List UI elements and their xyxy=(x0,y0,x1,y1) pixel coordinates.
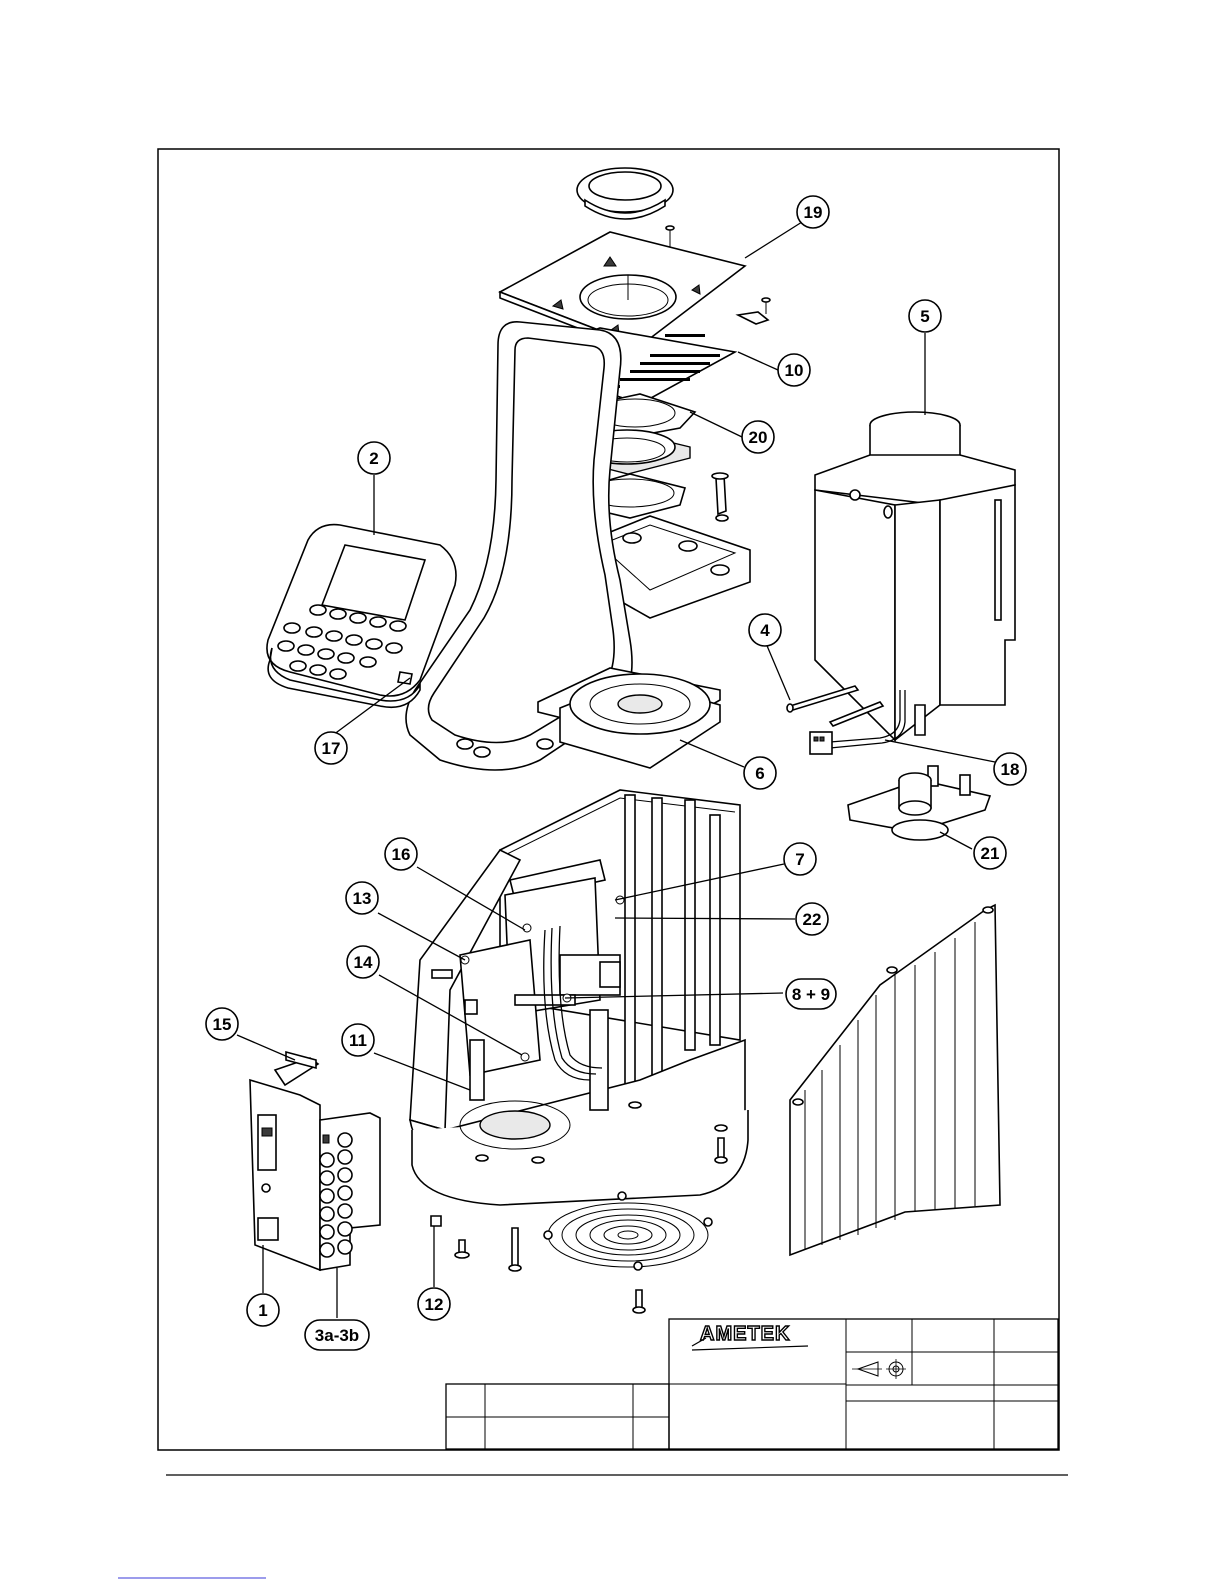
callout-label: 12 xyxy=(425,1295,444,1314)
callout-21: 21 xyxy=(974,837,1006,869)
callout-19: 19 xyxy=(797,196,829,228)
callout-label: 13 xyxy=(353,889,372,908)
callout-16: 16 xyxy=(385,838,417,870)
title-block: AMETEK xyxy=(446,1319,1058,1449)
callout-18: 18 xyxy=(994,753,1026,785)
callout-22: 22 xyxy=(796,903,828,935)
callout-label: 10 xyxy=(785,361,804,380)
callout-label: 5 xyxy=(920,307,929,326)
callout-4: 4 xyxy=(749,614,781,646)
callout-label: 16 xyxy=(392,845,411,864)
callout-13: 13 xyxy=(346,882,378,914)
callout-label: 14 xyxy=(354,953,373,972)
callout-label: 17 xyxy=(322,739,341,758)
callout-8-9: 8 + 9 xyxy=(786,979,836,1009)
svg-text:AMETEK: AMETEK xyxy=(700,1323,790,1345)
callout-10: 10 xyxy=(778,354,810,386)
callout-label: 21 xyxy=(981,844,1000,863)
callout-11: 11 xyxy=(342,1024,374,1056)
projection-symbol-icon xyxy=(852,1359,906,1379)
callout-15: 15 xyxy=(206,1008,238,1040)
callout-3a-3b: 3a-3b xyxy=(305,1320,369,1350)
callout-label: 1 xyxy=(258,1301,267,1320)
callout-label: 6 xyxy=(755,764,764,783)
callout-7: 7 xyxy=(784,843,816,875)
callout-label: 15 xyxy=(213,1015,232,1034)
callout-17: 17 xyxy=(315,732,347,764)
callout-label: 2 xyxy=(369,449,378,468)
callout-label: 7 xyxy=(795,850,804,869)
callout-label: 18 xyxy=(1001,760,1020,779)
callout-label: 22 xyxy=(803,910,822,929)
side-heatsink-panel xyxy=(790,905,1000,1255)
callout-1: 1 xyxy=(247,1294,279,1326)
callout-label: 20 xyxy=(749,428,768,447)
callout-6: 6 xyxy=(744,757,776,789)
callout-2: 2 xyxy=(358,442,390,474)
fan-grille xyxy=(544,1192,712,1270)
callout-label: 4 xyxy=(760,621,770,640)
callout-14: 14 xyxy=(347,946,379,978)
callout-label: 19 xyxy=(804,203,823,222)
callout-12: 12 xyxy=(418,1288,450,1320)
part-21-motor-bracket xyxy=(848,766,990,840)
callout-label: 11 xyxy=(349,1031,367,1050)
callout-label: 3a-3b xyxy=(315,1326,359,1345)
callout-5: 5 xyxy=(909,300,941,332)
callout-20: 20 xyxy=(742,421,774,453)
part-1-rear-panel xyxy=(250,1058,320,1270)
part-3a-3b-connector-panel xyxy=(320,1113,380,1270)
callout-label: 8 + 9 xyxy=(792,985,830,1004)
ametek-logo: AMETEK xyxy=(692,1323,808,1350)
